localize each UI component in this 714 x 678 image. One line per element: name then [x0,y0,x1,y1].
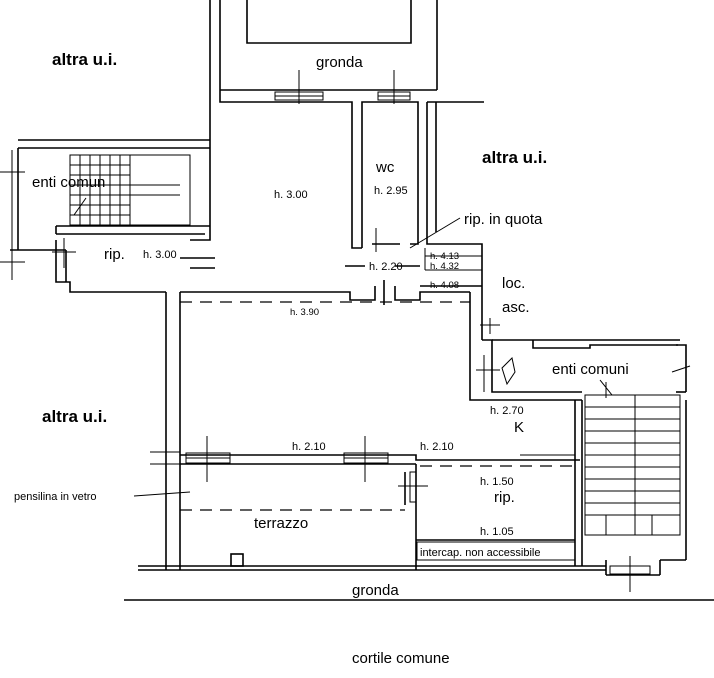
label-h-413: h. 4.13 [430,251,459,262]
label-altra-ui-top-left: altra u.i. [52,50,117,69]
label-h-wc: h. 2.95 [374,185,408,197]
label-h-390: h. 3.90 [290,307,319,318]
windows [150,70,651,592]
right-staircase [584,394,681,536]
label-terrazzo: terrazzo [254,515,308,532]
label-h-rip-left: h. 3.00 [143,249,177,261]
label-h-210-b: h. 2.10 [420,441,454,453]
label-gronda-top: gronda [316,54,363,71]
label-intercap: intercap. non accessibile [420,547,540,559]
top-building-walls [219,0,438,91]
leader-lines [133,217,482,497]
label-altra-ui-mid-left: altra u.i. [42,407,107,426]
label-gronda-bottom: gronda [352,582,399,599]
label-rip-left: rip. [104,246,125,263]
label-h-150: h. 1.50 [480,476,514,488]
left-staircase [17,139,210,250]
label-loc: loc. [502,275,525,292]
label-k: K [514,419,524,436]
label-pensilina: pensilina in vetro [14,491,97,503]
label-h-408: h. 4.08 [430,280,459,291]
label-enti-comun: enti comun [32,174,105,191]
label-h-105: h. 1.05 [480,526,514,538]
apartment-walls [10,0,714,601]
label-rip-right: rip. [494,489,515,506]
label-h-room: h. 3.00 [274,189,308,201]
label-asc: asc. [502,299,530,316]
label-h-270: h. 2.70 [490,405,524,417]
label-h-432: h. 4.32 [430,261,459,272]
label-wc: wc [375,159,395,176]
label-h-210-a: h. 2.10 [292,441,326,453]
label-altra-ui-top-right: altra u.i. [482,148,547,167]
label-rip-in-quota: rip. in quota [464,211,543,228]
label-enti-comuni: enti comuni [552,361,629,378]
label-cortile: cortile comune [352,650,450,667]
dimension-ticks [0,150,691,456]
label-h-220: h. 2.20 [369,261,403,273]
